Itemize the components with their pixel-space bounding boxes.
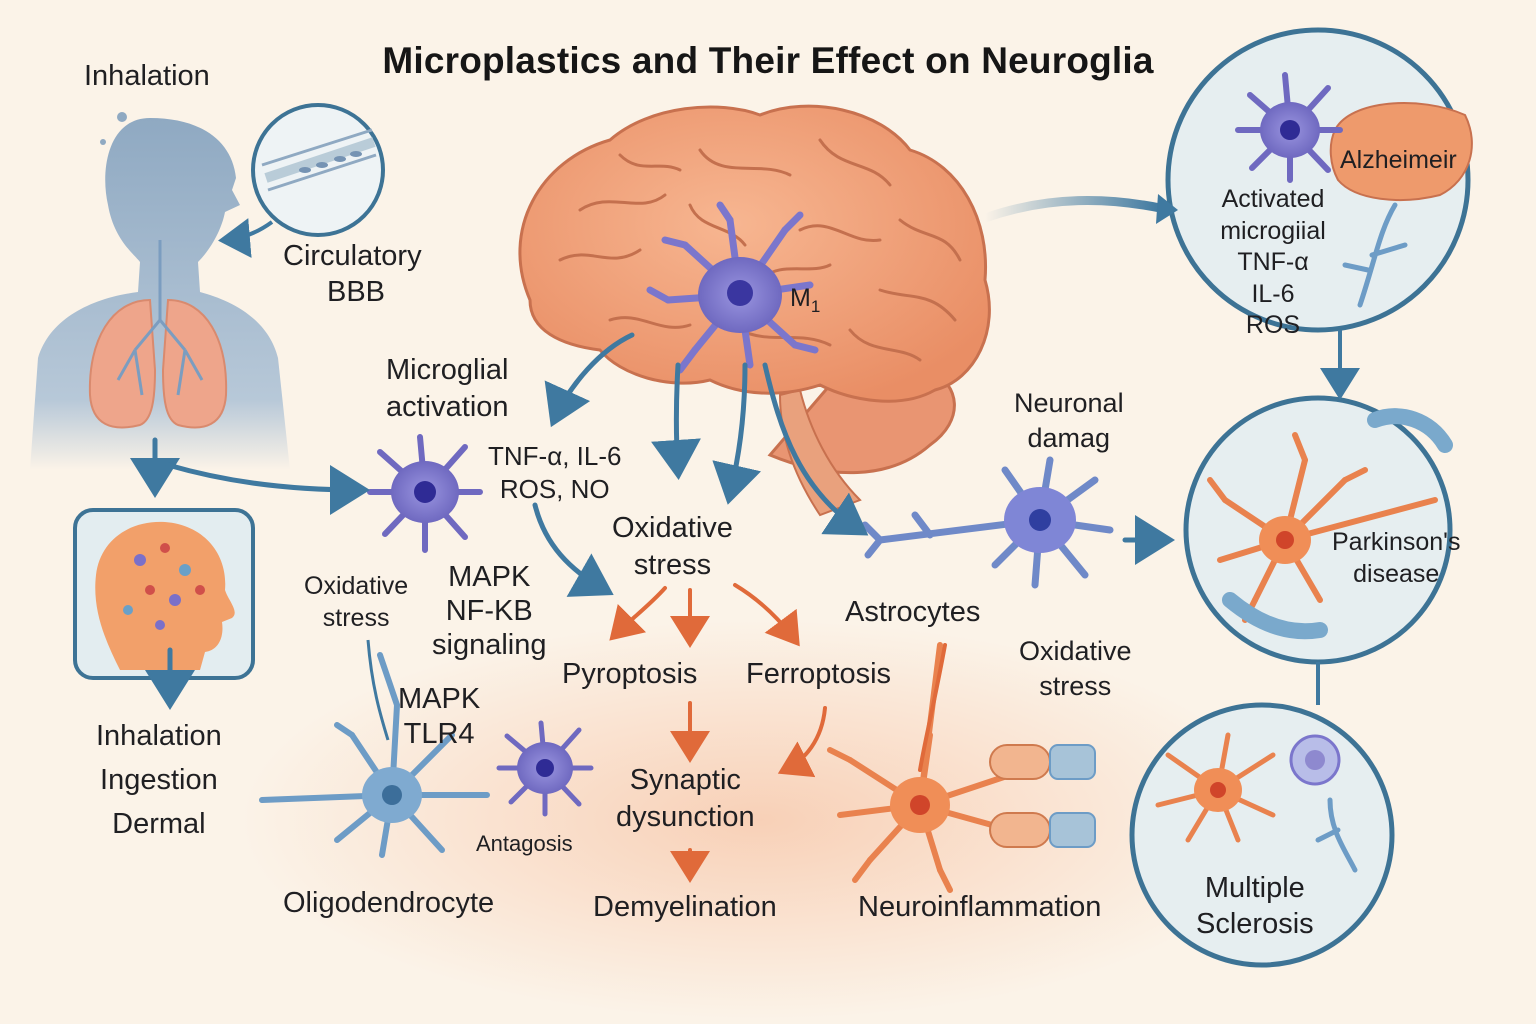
head-profile-panel [73,508,255,680]
label-neuroinflammation: Neuroinflammation [858,891,1102,923]
label-line: microgiial [1220,216,1326,245]
microglia-cell-left [367,434,483,553]
label-demyelination: Demyelination [593,891,777,923]
label-line: Microglial [386,354,509,386]
label-mapk-tlr4: MAPK TLR4 [398,682,480,753]
microglia-m1-cell [646,201,819,374]
label-bbb: BBB [327,276,386,308]
inflammation-glow [240,620,1280,1020]
label-line: Dermal [112,808,206,841]
m1-text: M [790,284,811,312]
label-line: Activated [1221,185,1325,213]
label-line: Oxidative [612,512,733,544]
lungs-icon [88,240,228,429]
label-mapk-nfkb: MAPK NF-KB signaling [432,560,546,663]
reactive-astrocyte-cell [827,642,1096,893]
line-oxidative-to-oligo [366,639,390,741]
label-m1: M1 [790,282,820,318]
ms-panel [1129,702,1395,968]
label-inhalation-top: Inhalation [84,60,210,92]
label-line: activation [386,391,509,424]
label-line: damag [1027,422,1111,453]
label-line: stress [1039,670,1112,701]
arrow-vessel-to-body [218,218,274,258]
alzheimer-details: Activated microgiial TNF-α IL-6 ROS [1198,184,1348,342]
label-line: Oxidative [304,572,409,600]
parkinson-panel [1183,395,1453,665]
parkinson-disease-label: Parkinson's disease [1332,526,1460,590]
label-line: dysunction [616,801,755,834]
label-line: Multiple [1204,872,1305,904]
label-antagosis: Antagosis [476,831,573,856]
label-line: ROS [1245,311,1301,339]
label-line: ROS, NO [499,473,610,504]
page-title: Microplastics and Their Effect on Neurog… [382,40,1154,81]
alzheimer-disease-label: Alzheimeir [1340,146,1457,174]
oligodendrocyte-cell [259,652,490,858]
orange-arrows [609,583,947,883]
label-ferroptosis: Ferroptosis [746,658,892,690]
label-line: TLR4 [403,718,475,751]
label-synaptic-dysfunction: Synaptic dysunction [616,762,755,836]
label-exposure-routes: Inhalation Ingestion Dermal [96,714,222,846]
m1-subscript: 1 [810,297,821,316]
label-line: Sclerosis [1196,908,1314,941]
label-oxidative-stress-left: Oxidative stress [304,570,408,634]
arrow-brain-to-alzheimer-head [1156,194,1178,224]
label-line: MAPK [448,561,531,593]
label-line: Neuronal [1014,388,1124,418]
label-oligodendrocyte: Oligodendrocyte [283,887,495,919]
label-line: Ingestion [100,764,218,797]
label-line: TNF-α [1237,248,1309,276]
label-line: IL-6 [1251,279,1295,308]
arrow-brain-to-alzheimer [980,195,1165,223]
label-neuronal-damage: Neuronal damag [1014,386,1124,455]
blue-arrows [130,332,1175,710]
label-line: TNF-α, IL-6 [488,441,622,471]
label-line: signaling [432,629,547,662]
microglia-cell-antagosis [496,720,594,817]
label-line: stress [633,549,712,582]
label-pyroptosis: Pyroptosis [562,658,698,690]
label-line: disease [1353,560,1440,588]
label-astrocytes: Astrocytes [845,596,981,628]
label-cytokines: TNF-α, IL-6 ROS, NO [488,440,621,505]
label-line: MAPK [398,683,481,715]
vessel-magnifier [251,103,385,237]
astrocyte-cell [861,456,1114,589]
brain-illustration [518,104,991,517]
label-line: Oxidative [1019,636,1132,666]
label-oxidative-stress-center: Oxidative stress [612,510,733,584]
label-line: stress [322,604,390,632]
label-line: Parkinson's [1332,528,1461,556]
label-circulatory: Circulatory [283,240,422,272]
ms-disease-label: Multiple Sclerosis [1196,870,1314,943]
label-line: NF-KB [445,595,533,628]
label-oxidative-stress-right: Oxidative stress [1019,634,1132,703]
label-microglial-activation: Microglial activation [386,352,509,426]
label-line: Synaptic [629,764,741,796]
alzheimer-panel [1165,27,1473,333]
label-line: Inhalation [96,720,222,752]
